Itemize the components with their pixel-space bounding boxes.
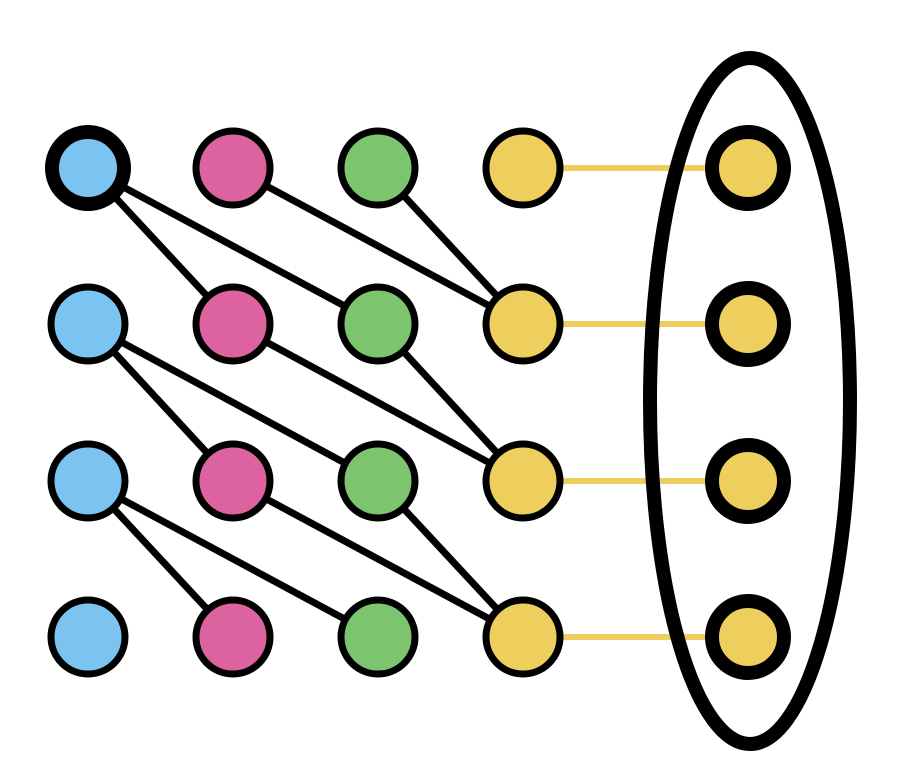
node-pink-0 — [192, 127, 274, 209]
node-green-0 — [337, 127, 419, 209]
node-blue-2 — [47, 440, 129, 522]
edge-pink-2-yellow-3 — [229, 477, 527, 641]
node-pink-1 — [192, 283, 274, 365]
edge-blue-0-green-1 — [84, 164, 382, 328]
edge-blue-2-green-3 — [84, 477, 382, 641]
yellow-edges — [520, 165, 751, 640]
node-blue-0 — [45, 125, 131, 211]
node-output-2 — [705, 438, 791, 524]
node-yellow-0 — [482, 127, 564, 209]
node-yellow-3 — [482, 596, 564, 678]
node-pink-2 — [192, 440, 274, 522]
node-blue-3 — [47, 596, 129, 678]
node-green-1 — [337, 283, 419, 365]
node-yellow-1 — [482, 283, 564, 365]
node-pink-3 — [192, 596, 274, 678]
black-edges — [84, 164, 527, 641]
edge-blue-1-green-2 — [84, 320, 382, 485]
node-output-3 — [705, 594, 791, 680]
node-green-3 — [337, 596, 419, 678]
output-group-ellipse — [643, 51, 857, 751]
edge-pink-0-yellow-1 — [229, 164, 527, 328]
edge-pink-1-yellow-2 — [229, 320, 527, 485]
node-blue-1 — [47, 283, 129, 365]
node-output-1 — [705, 281, 791, 367]
nodes — [45, 125, 791, 680]
node-output-0 — [705, 125, 791, 211]
node-yellow-2 — [482, 440, 564, 522]
node-green-2 — [337, 440, 419, 522]
